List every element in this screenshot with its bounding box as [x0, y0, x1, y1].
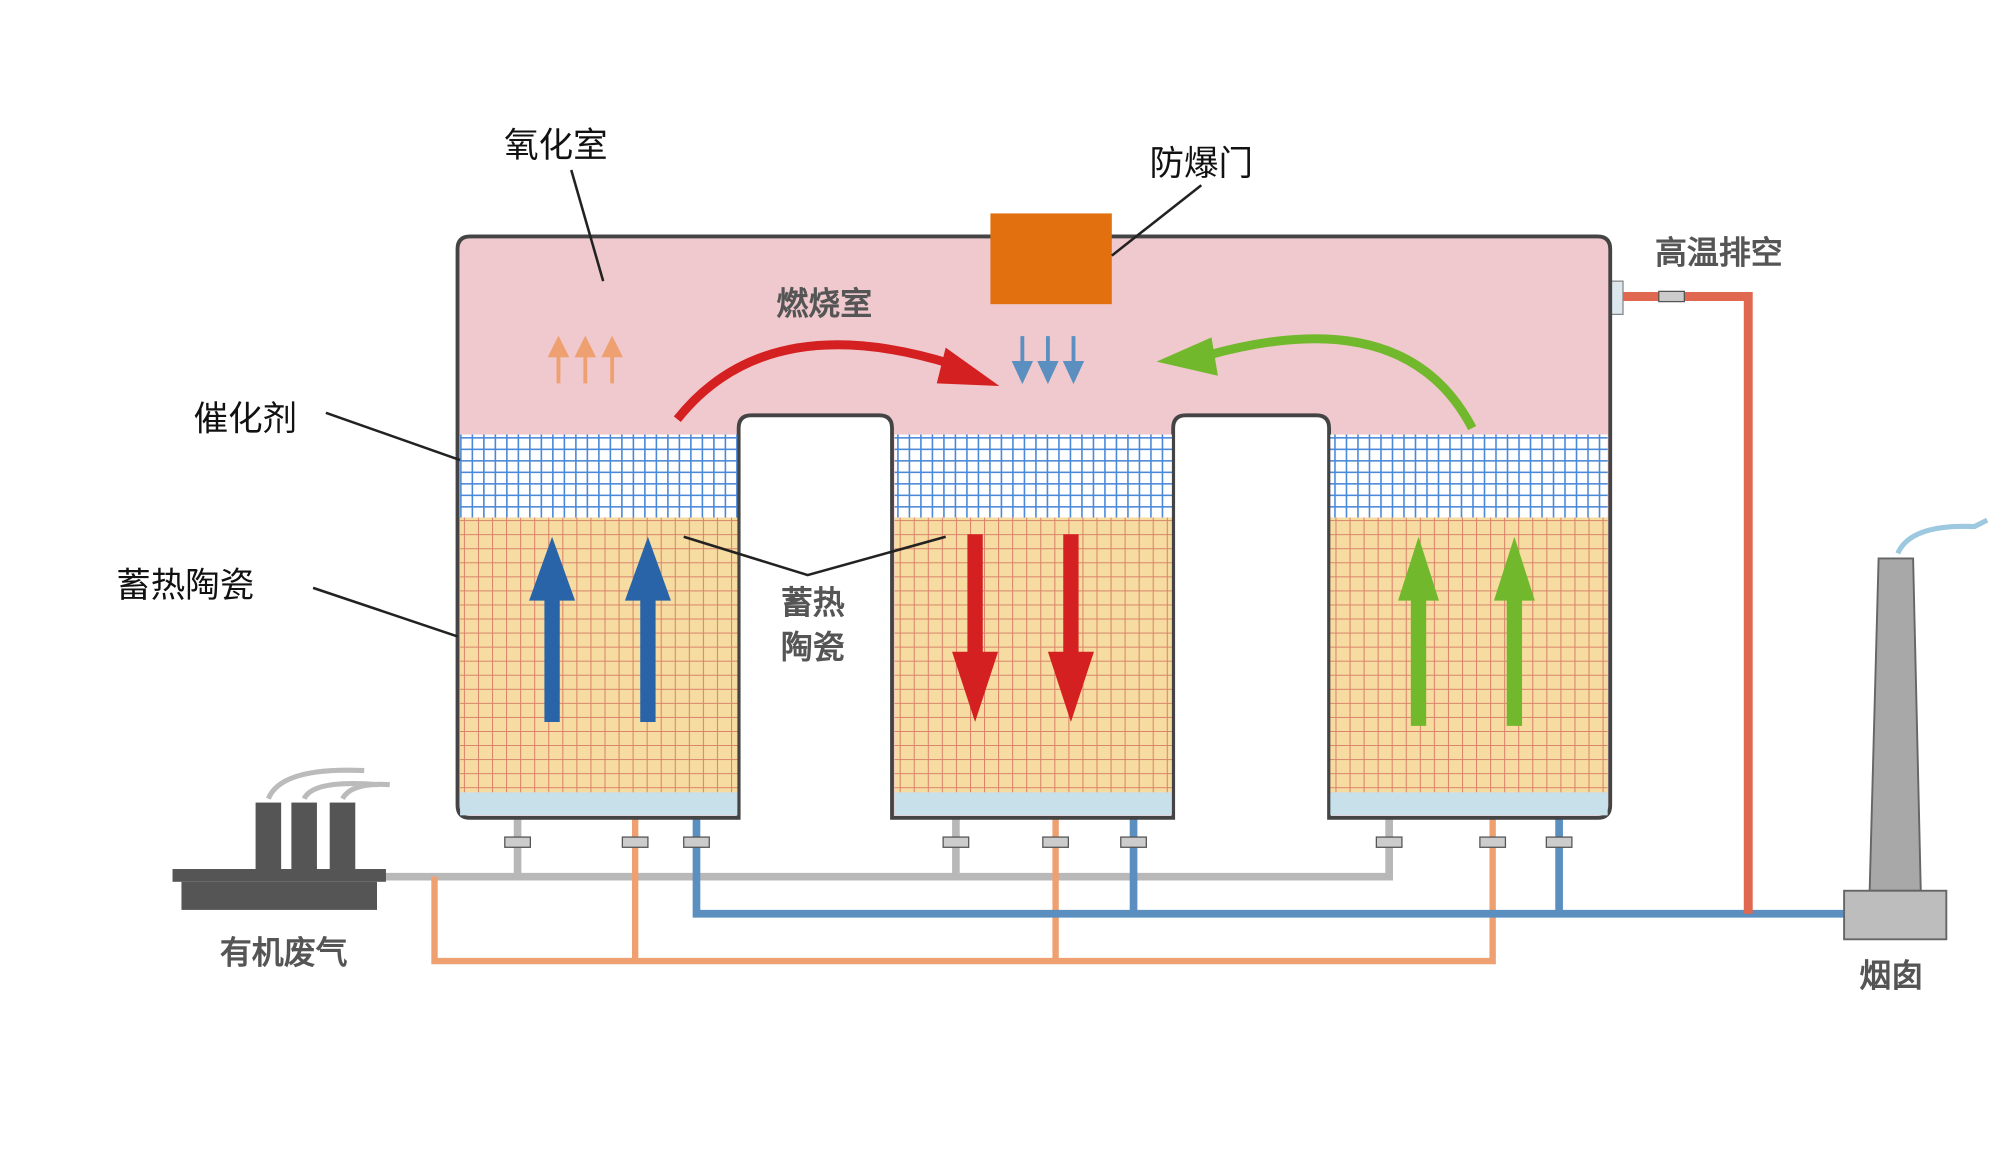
bed-2 — [894, 434, 1172, 816]
bed-3 — [1330, 434, 1608, 816]
curved-arrow-green-icon — [1206, 334, 1477, 431]
bed-1 — [460, 434, 738, 816]
bed-bottom — [460, 792, 738, 816]
label-high-temp-exhaust: 高温排空 — [1655, 233, 1783, 271]
label-explosion-door: 防爆门 — [1150, 144, 1254, 184]
label-regenerative-ceramic: 蓄热陶瓷 — [116, 566, 254, 606]
catalyst-layer — [894, 434, 1172, 518]
arrowhead-red-icon — [936, 347, 1000, 386]
ceramic-layer — [894, 517, 1172, 793]
flow-arrows — [529, 334, 1535, 726]
pipe-red — [1612, 292, 1753, 914]
curved-arrow-red-icon — [673, 340, 954, 422]
small-arrows-down-blue-icon — [1011, 336, 1085, 385]
label-organic-waste-gas: 有机废气 — [220, 934, 348, 972]
smoke-icon — [1895, 517, 1989, 555]
ceramic-layer — [460, 517, 738, 793]
factory-icon — [172, 767, 390, 910]
catalyst-layer — [460, 434, 738, 518]
arrow-up-blue-icon — [624, 536, 671, 723]
label-ceramic-mid-line1: 蓄热 — [781, 583, 845, 621]
arrow-down-red-icon — [952, 534, 999, 723]
label-oxidation-chamber: 氧化室 — [504, 126, 607, 166]
bed-bottom — [1330, 792, 1608, 816]
arrow-up-green-icon — [1398, 536, 1439, 726]
chimney-icon — [1843, 517, 1989, 941]
oxidation-chamber — [455, 213, 1613, 820]
label-chimney: 烟囱 — [1859, 957, 1923, 995]
arrow-down-red-icon — [1047, 534, 1094, 723]
arrow-up-blue-icon — [529, 536, 576, 723]
leader-lines — [312, 169, 1203, 638]
ceramic-layer — [1330, 517, 1608, 793]
explosion-door — [990, 213, 1112, 305]
bed-bottom — [894, 792, 1172, 816]
small-arrows-up-orange-icon — [547, 335, 623, 384]
catalyst-layer — [1330, 434, 1608, 518]
pipe-blue — [692, 817, 1847, 918]
label-catalyst: 催化剂 — [194, 400, 297, 440]
label-combustion-chamber: 燃烧室 — [776, 284, 872, 322]
arrow-up-green-icon — [1493, 536, 1535, 726]
pipe-gray — [383, 817, 1393, 881]
valves — [504, 290, 1685, 848]
arrowhead-green-icon — [1156, 337, 1218, 376]
label-ceramic-mid-line2: 陶瓷 — [781, 628, 845, 666]
